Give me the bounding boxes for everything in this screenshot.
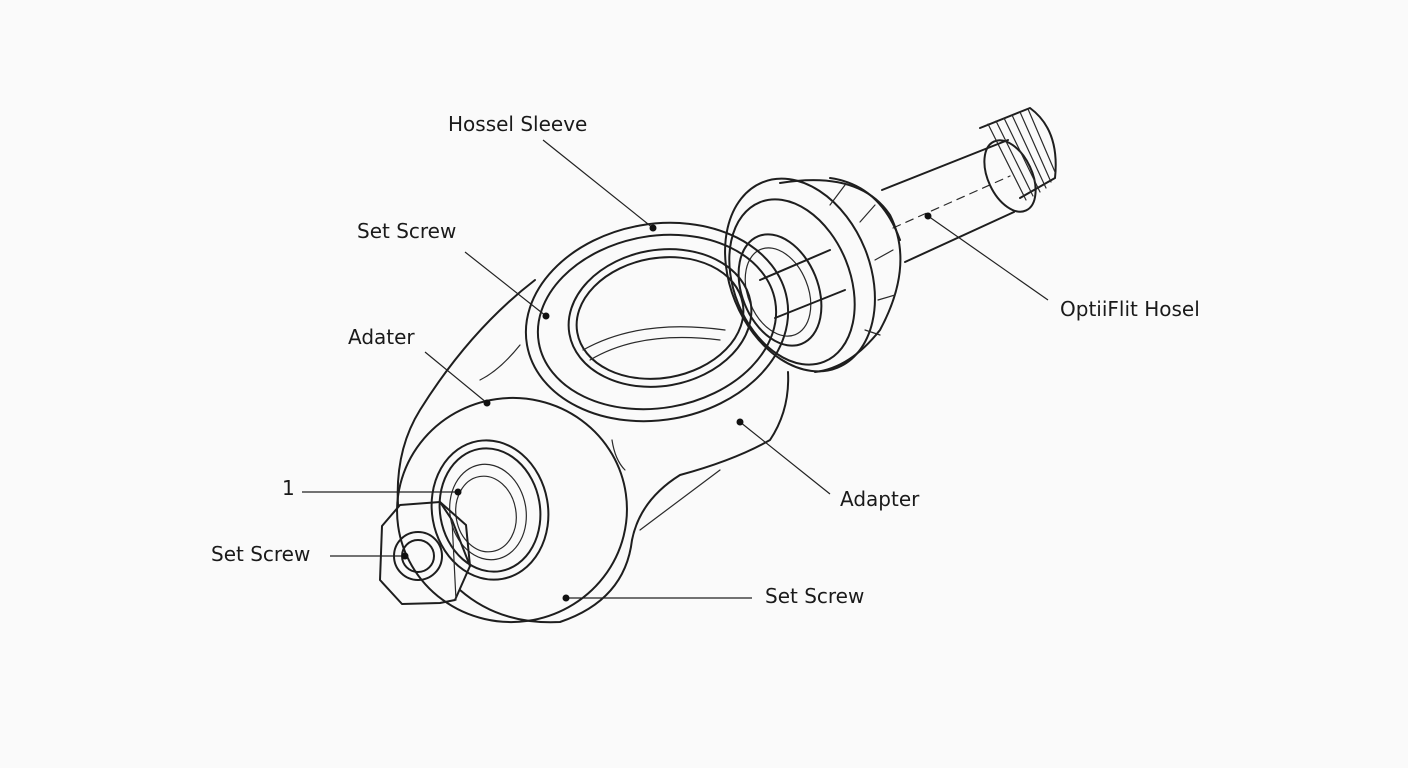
label-set-screw-bottom: Set Screw xyxy=(765,584,865,608)
label-adater: Adater xyxy=(348,325,415,349)
label-set-screw-left: Set Screw xyxy=(211,542,311,566)
label-set-screw-top: Set Screw xyxy=(357,219,457,243)
shaft xyxy=(881,107,1057,263)
label-adapter: Adapter xyxy=(840,487,920,511)
leader-lines xyxy=(302,139,1049,602)
label-number-one: 1 xyxy=(282,476,295,500)
label-hossel-sleeve: Hossel Sleeve xyxy=(448,112,588,136)
adapter-body xyxy=(396,221,790,624)
label-optifit-hosel: OptiiFlit Hosel xyxy=(1060,297,1200,321)
